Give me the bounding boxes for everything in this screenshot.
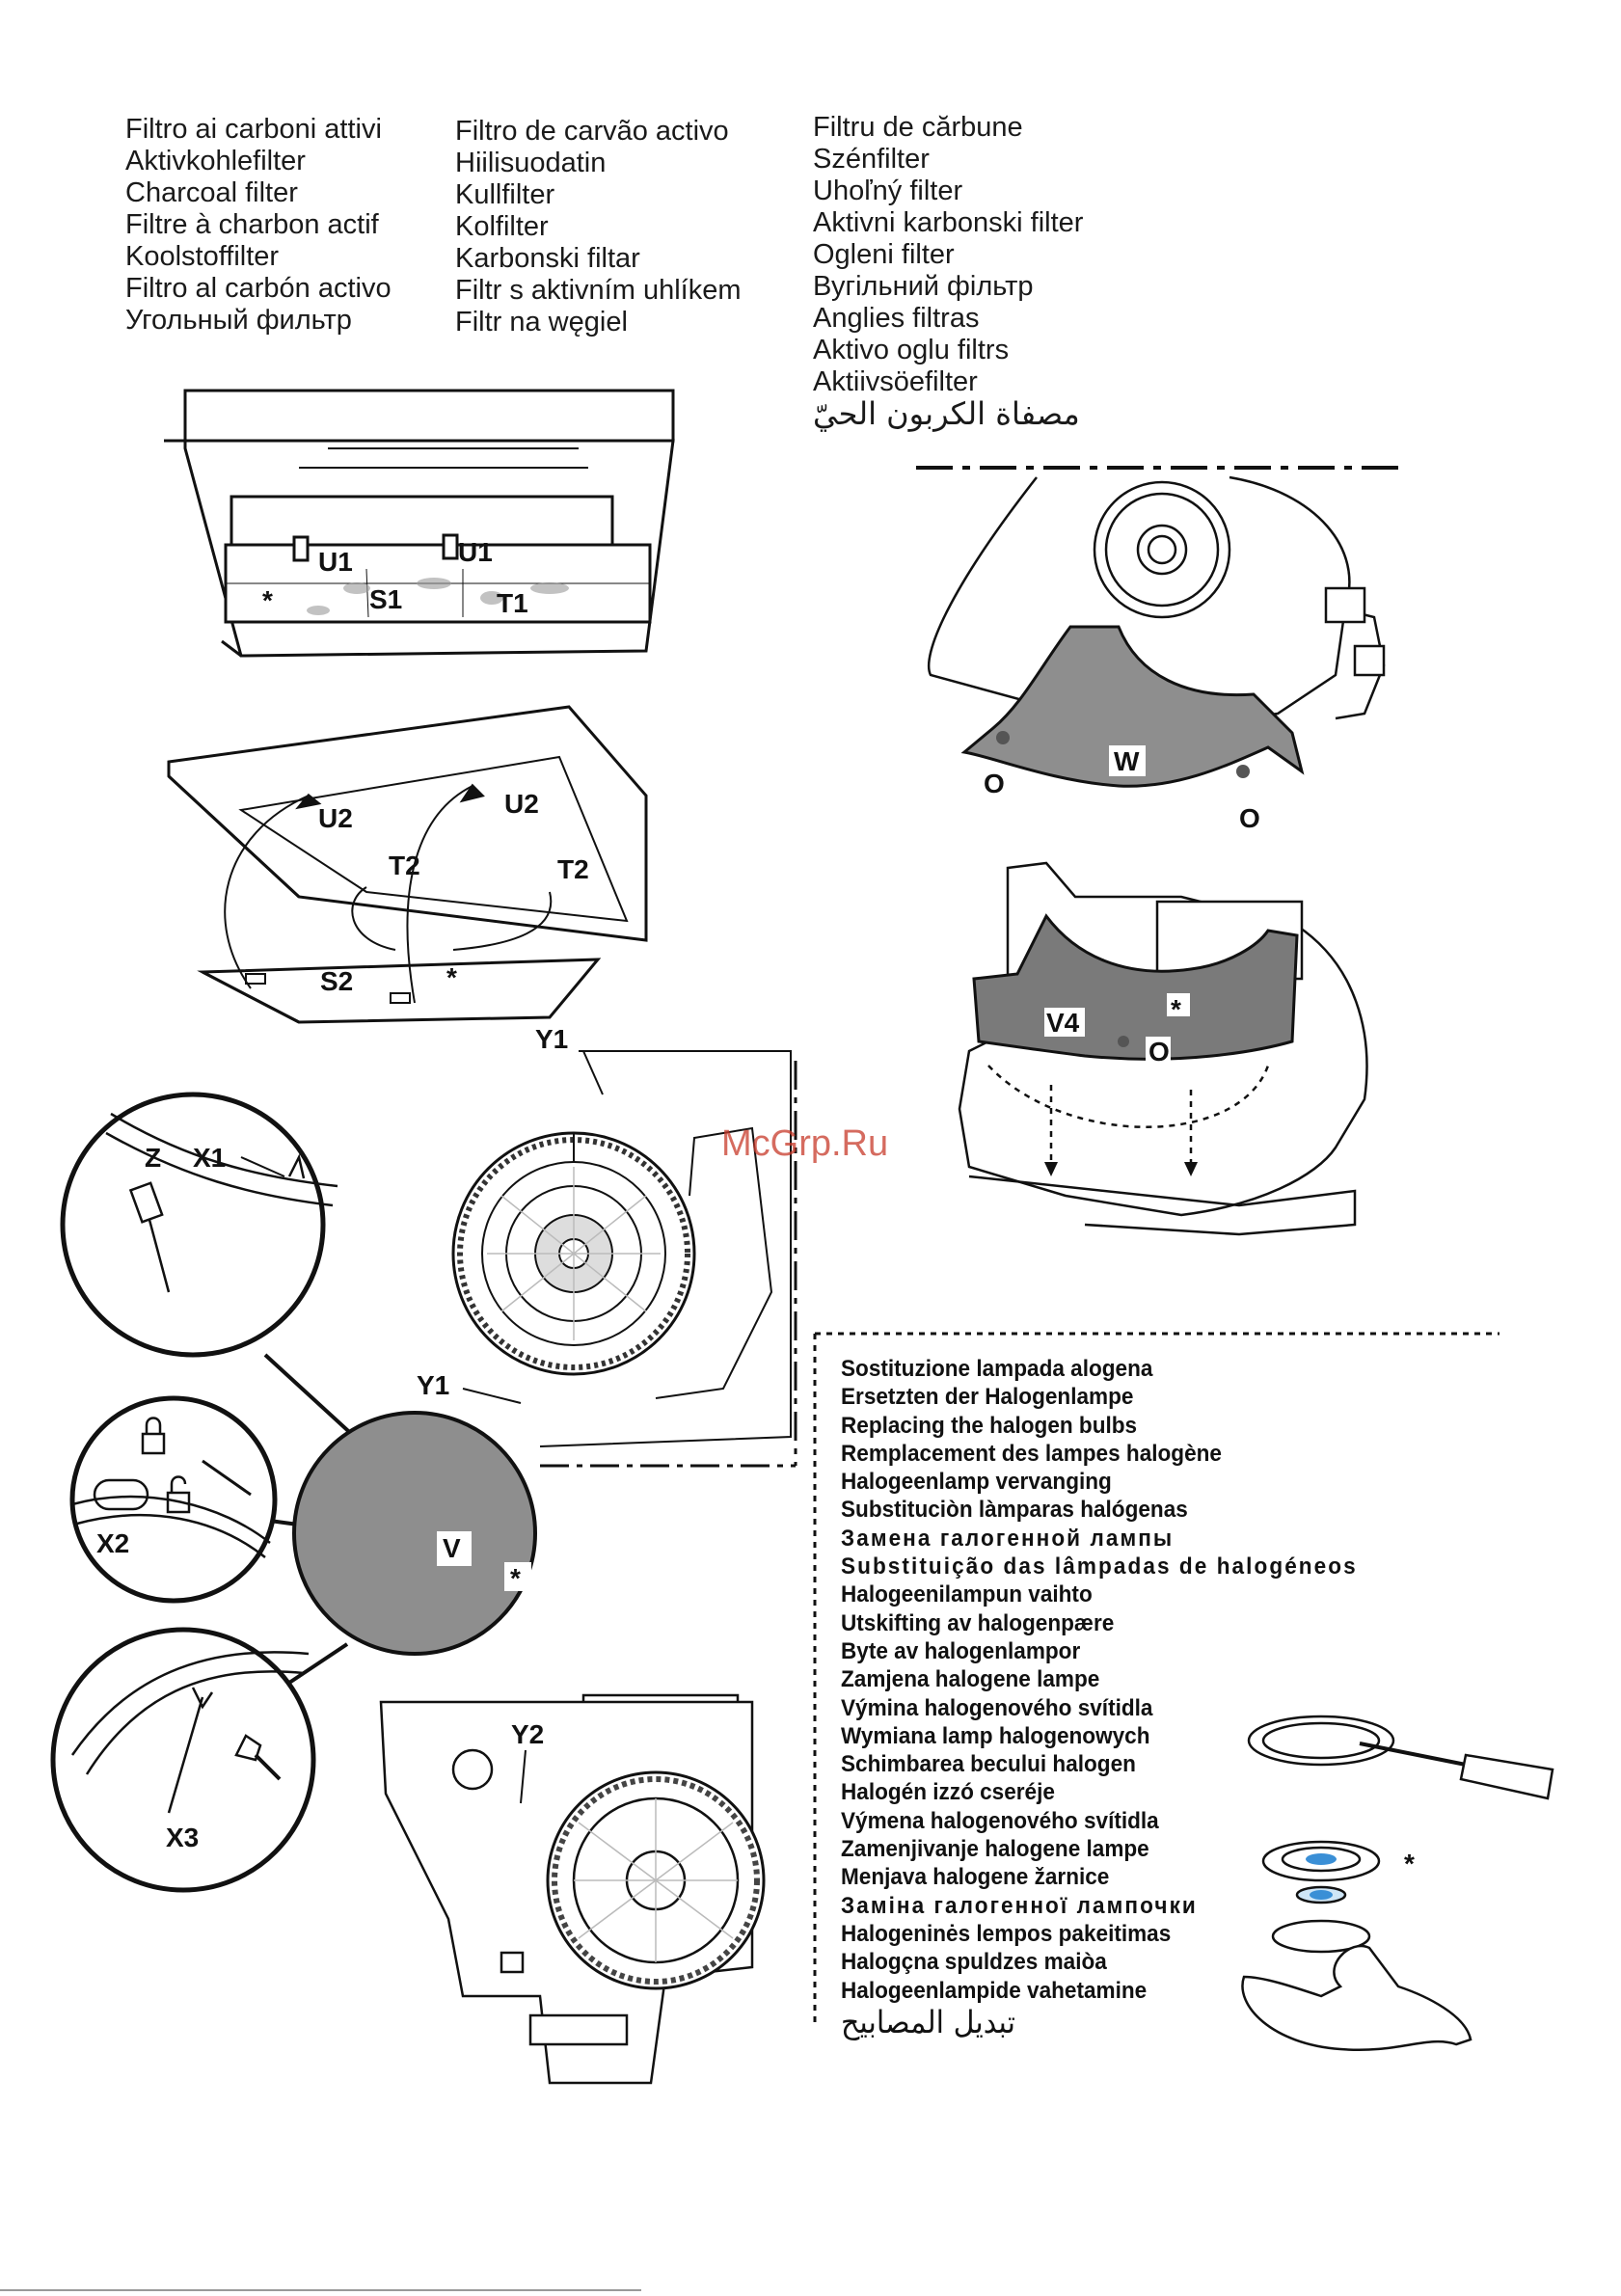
halogen-section-frame: [813, 1332, 1499, 2028]
filter-title: Filtro de carvão activo: [455, 116, 729, 147]
blower-wheel-y1-figure: Y1 Y1: [417, 1024, 797, 1468]
halogen-title: Halogeenlamp vervanging: [841, 1469, 1112, 1496]
halogen-title: Wymiana lamp halogenowych: [841, 1722, 1150, 1749]
label-t1: T1: [497, 588, 528, 618]
filter-title: Charcoal filter: [125, 177, 298, 208]
label-t2: T2: [557, 854, 589, 884]
filter-title: Filtr na węgiel: [455, 307, 628, 338]
label-u2: U2: [318, 803, 353, 833]
halogen-title: Halogeninės lempos pakeitimas: [841, 1920, 1172, 1947]
label-v4: V4: [1046, 1008, 1080, 1038]
watermark: McGrp.Ru: [721, 1123, 889, 1164]
halogen-title: Halogeenilampun vaihto: [841, 1581, 1093, 1608]
filter-title: Aktivni karbonski filter: [813, 207, 1084, 238]
label-star: *: [262, 585, 273, 615]
halogen-title: Replacing the halogen bulbs: [841, 1412, 1138, 1439]
label-star: *: [510, 1563, 521, 1593]
filter-title: Karbonski filtar: [455, 243, 640, 274]
halogen-title: Ersetzten der Halogenlampe: [841, 1384, 1134, 1411]
filter-title: Koolstoffilter: [125, 241, 280, 272]
filter-title: Filtre à charbon actif: [125, 209, 379, 240]
label-star: *: [1171, 994, 1181, 1024]
halogen-lamp-illustration: *: [1241, 1715, 1554, 2052]
label-u1: U1: [458, 537, 493, 567]
filter-title-arabic: مصفاة الكربون الحيّ: [813, 395, 1080, 432]
label-o: O: [1239, 803, 1260, 833]
halogen-title: Halogeenlampide vahetamine: [841, 1977, 1148, 2004]
halogen-title: Заміна галогенної лампочки: [841, 1892, 1198, 1919]
filter-title: Hiilisuodatin: [455, 148, 607, 178]
label-u2: U2: [504, 789, 539, 819]
blower-y2-figure: Y2: [379, 1693, 766, 2085]
halogen-title: Byte av halogenlampor: [841, 1637, 1081, 1664]
filter-title: Aktivo oglu filtrs: [813, 335, 1010, 365]
filter-disc-v-figure: Z X1 X2 V * X3: [50, 1092, 537, 1893]
label-o: O: [1148, 1037, 1170, 1067]
label-s2: S2: [320, 966, 353, 996]
filter-title: Aktiivsöefilter: [813, 366, 978, 397]
halogen-title: Substituição das lâmpadas de halogéneos: [841, 1553, 1358, 1580]
label-w: W: [1114, 746, 1140, 776]
label-x2: X2: [96, 1528, 129, 1558]
filter-title: Uhoľný filter: [813, 176, 963, 206]
filter-title: Filtro al carbón activo: [125, 273, 392, 304]
blower-filter-w-figure: W O O: [916, 466, 1403, 833]
filter-title: Filtro ai carboni attivi: [125, 114, 382, 145]
filter-title: Filtr s aktivním uhlíkem: [455, 275, 742, 306]
label-t2: T2: [389, 851, 420, 880]
filter-title: Szénfilter: [813, 144, 930, 175]
halogen-title: Menjava halogene žarnice: [841, 1864, 1110, 1891]
halogen-title: Výmina halogenového svítidla: [841, 1694, 1153, 1721]
halogen-title: Utskifting av halogenpære: [841, 1609, 1115, 1636]
filter-title-column-2: Filtro de carvão activo Hiilisuodatin Ku…: [455, 116, 742, 338]
halogen-title: Výmena halogenového svítidla: [841, 1807, 1159, 1834]
filter-title: Kolfilter: [455, 211, 549, 242]
filter-title-column-3: Filtru de cărbune Szénfilter Uhoľný filt…: [813, 112, 1083, 430]
halogen-title: Remplacement des lampes halogène: [841, 1440, 1222, 1467]
filter-title: Aktivkohlefilter: [125, 146, 306, 176]
blower-filter-v4-figure: V4 O *: [958, 861, 1368, 1236]
hood-filter-figure-2: U2 U2 T2 T2 S2 *: [167, 705, 648, 1024]
filter-title: Угольный фильтр: [125, 305, 352, 336]
halogen-title: Замена галогенной лампы: [841, 1525, 1175, 1552]
label-v: V: [443, 1533, 461, 1563]
halogen-title: Sostituzione lampada alogena: [841, 1356, 1153, 1382]
bottom-rule: [0, 2289, 641, 2291]
halogen-title: Zamenjivanje halogene lampe: [841, 1836, 1149, 1863]
halogen-title: Schimbarea becului halogen: [841, 1751, 1136, 1778]
label-z: Z: [145, 1143, 161, 1173]
label-star: *: [446, 962, 457, 992]
label-x1: X1: [193, 1143, 226, 1173]
label-y2: Y2: [511, 1719, 544, 1749]
label-star: *: [1404, 1849, 1415, 1878]
label-o: O: [984, 769, 1005, 798]
halogen-title: Halogén izzó cseréje: [841, 1779, 1055, 1806]
halogen-title: Halogçna spuldzes maiòa: [841, 1949, 1107, 1976]
filter-title: Kullfilter: [455, 179, 555, 210]
halogen-title-arabic: تبديل المصابيح: [841, 2003, 1015, 2040]
filter-title: Ogleni filter: [813, 239, 955, 270]
halogen-title-list: Sostituzione lampada alogena Ersetzten d…: [841, 1355, 1358, 2040]
label-y1: Y1: [417, 1370, 449, 1400]
halogen-title: Zamjena halogene lampe: [841, 1666, 1100, 1693]
filter-title: Filtru de cărbune: [813, 112, 1023, 143]
halogen-title: Substituciòn làmparas halógenas: [841, 1497, 1188, 1524]
label-s1: S1: [369, 584, 402, 614]
hood-filter-figure-1: U1 U1 S1 T1 *: [164, 389, 675, 658]
filter-title-column-1: Filtro ai carboni attivi Aktivkohlefilte…: [125, 114, 392, 337]
label-x3: X3: [166, 1823, 199, 1852]
filter-title: Anglies filtras: [813, 303, 980, 334]
label-y1: Y1: [535, 1024, 568, 1054]
label-u1: U1: [318, 547, 353, 577]
filter-title: Вугільний фільтр: [813, 271, 1034, 302]
